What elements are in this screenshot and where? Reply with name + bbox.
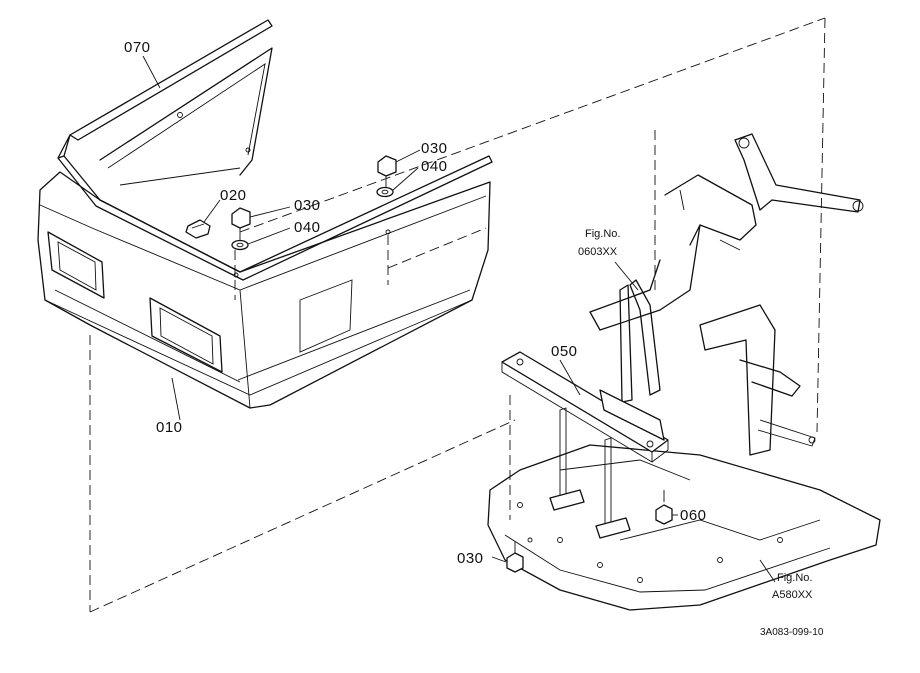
callout-040-upper: 040 xyxy=(421,158,448,175)
figure-references: Fig.No. 0603XX Fig.No. A580XX xyxy=(578,228,813,601)
part-040-washer-mid xyxy=(231,239,249,251)
callout-030-upper: 030 xyxy=(421,140,448,157)
part-030-bolt-lower xyxy=(506,542,524,573)
callout-050: 050 xyxy=(551,343,578,360)
callout-070: 070 xyxy=(124,39,151,56)
part-hood-panel xyxy=(99,47,273,186)
callout-020: 020 xyxy=(220,187,247,204)
drawing-code: 3A083-099-10 xyxy=(760,627,824,638)
callout-030-lower: 030 xyxy=(457,550,484,567)
part-020-clip xyxy=(185,219,211,239)
part-050-support-bracket xyxy=(501,351,669,539)
leader-lines xyxy=(142,55,776,583)
part-frame-structure xyxy=(589,133,864,456)
part-030-bolt-upper xyxy=(377,155,397,188)
callout-030-mid: 030 xyxy=(294,197,321,214)
part-040-washer-upper xyxy=(376,186,394,198)
callout-040-mid: 040 xyxy=(294,219,321,236)
fig-ref-upper-code: 0603XX xyxy=(578,246,618,258)
callout-060: 060 xyxy=(680,507,707,524)
fig-ref-upper-label: Fig.No. xyxy=(585,228,620,240)
part-010-front-grille xyxy=(37,171,491,409)
part-base-plate xyxy=(487,444,881,611)
fig-ref-lower-label: Fig.No. xyxy=(777,572,812,584)
callout-labels: 070 020 030 040 030 040 050 060 010 030 xyxy=(124,39,707,567)
part-030-bolt-mid xyxy=(231,207,251,240)
fig-ref-lower-code: A580XX xyxy=(772,589,813,601)
part-070-seal-strip xyxy=(57,19,493,281)
callout-010: 010 xyxy=(156,419,183,436)
phantom-lines xyxy=(89,17,826,613)
part-060-bolt xyxy=(655,490,673,525)
